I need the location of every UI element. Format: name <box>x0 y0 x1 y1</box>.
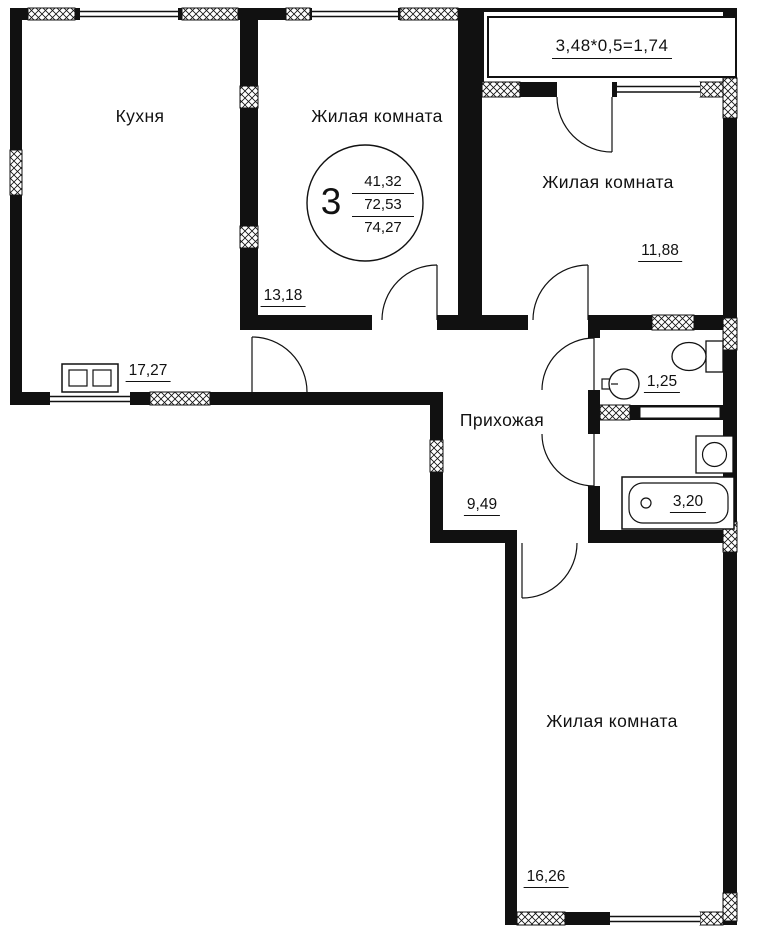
room-label-kitchen: Кухня <box>115 106 165 126</box>
wall-hatch <box>27 7 76 21</box>
wall-hatch <box>516 911 566 926</box>
window <box>610 912 700 925</box>
wall-hatch <box>181 7 239 21</box>
wall-hatch <box>599 404 631 421</box>
door-arc <box>381 264 438 321</box>
wall-segment <box>481 8 484 82</box>
stove-burner <box>92 369 112 387</box>
duct <box>639 406 721 419</box>
wall-hatch <box>429 439 444 473</box>
wall-segment <box>612 82 617 97</box>
wall-hatch <box>481 81 521 98</box>
area-summary: 41,32 72,53 74,27 <box>352 171 414 239</box>
wall-hatch <box>699 81 724 98</box>
bathtub-drain <box>640 497 652 509</box>
toilet-icon <box>671 341 707 372</box>
area-summary-circle <box>306 144 424 262</box>
rooms-count: 3 <box>320 181 342 222</box>
wall-hatch <box>722 892 738 922</box>
sink-icon <box>608 368 640 400</box>
window <box>617 82 700 97</box>
wall-hatch <box>722 77 738 119</box>
room-label-living-room-2: Жилая комната <box>542 172 674 192</box>
balcony-note: 3,48*0,5=1,74 <box>551 36 673 59</box>
wall-hatch <box>149 391 211 406</box>
window <box>50 392 130 405</box>
window <box>80 8 178 20</box>
door-arc <box>251 336 308 393</box>
balcony-note-box: 3,48*0,5=1,74 <box>487 16 737 78</box>
wall-segment <box>588 420 600 434</box>
apartment-area: 72,53 <box>352 194 414 217</box>
washing-machine-drum <box>701 441 728 468</box>
wall-hatch <box>239 85 259 109</box>
toilet-tank <box>705 340 724 373</box>
room-area-wc: 1,25 <box>643 373 681 393</box>
wall-segment <box>430 530 517 543</box>
door-arc <box>556 96 613 153</box>
wall-hatch <box>285 7 311 21</box>
room-label-living-room-3: Жилая комната <box>546 711 678 731</box>
windows <box>50 8 700 925</box>
wall-segment <box>252 315 372 330</box>
door-arc <box>541 433 595 487</box>
window <box>312 8 398 20</box>
room-area-living-room-3: 16,26 <box>523 868 569 888</box>
living-area: 41,32 <box>352 171 414 194</box>
total-area: 74,27 <box>364 219 402 236</box>
door-arc <box>541 337 595 391</box>
wall-hatch <box>239 225 259 249</box>
room-area-bathroom: 3,20 <box>669 493 707 513</box>
room-area-living-room-2: 11,88 <box>638 242 682 262</box>
wall-hatch <box>399 7 459 21</box>
wall-segment <box>480 8 737 12</box>
room-label-hallway: Прихожая <box>459 410 545 430</box>
room-label-living-room-1: Жилая комната <box>311 106 443 126</box>
wall-segment <box>458 8 482 330</box>
room-area-hallway: 9,49 <box>463 496 501 516</box>
wall-hatch <box>651 314 695 331</box>
wall-hatch <box>699 911 724 926</box>
wall-hatch <box>9 149 23 196</box>
wall-segment <box>588 330 600 338</box>
wall-segment <box>482 315 528 330</box>
wall-segment <box>10 8 22 405</box>
stove-burner <box>68 369 88 387</box>
wall-segment <box>588 530 737 543</box>
door-arc <box>521 542 578 599</box>
doors <box>251 96 613 599</box>
wall-segment <box>505 543 517 925</box>
room-area-kitchen: 17,27 <box>125 362 171 382</box>
wall-segment <box>588 390 600 405</box>
wall-hatch <box>722 317 738 351</box>
wall-segment <box>240 8 258 330</box>
door-arc <box>532 264 589 321</box>
wall-segment <box>437 315 482 330</box>
wall-segment <box>588 486 600 543</box>
room-area-living-room-1: 13,18 <box>260 287 306 307</box>
